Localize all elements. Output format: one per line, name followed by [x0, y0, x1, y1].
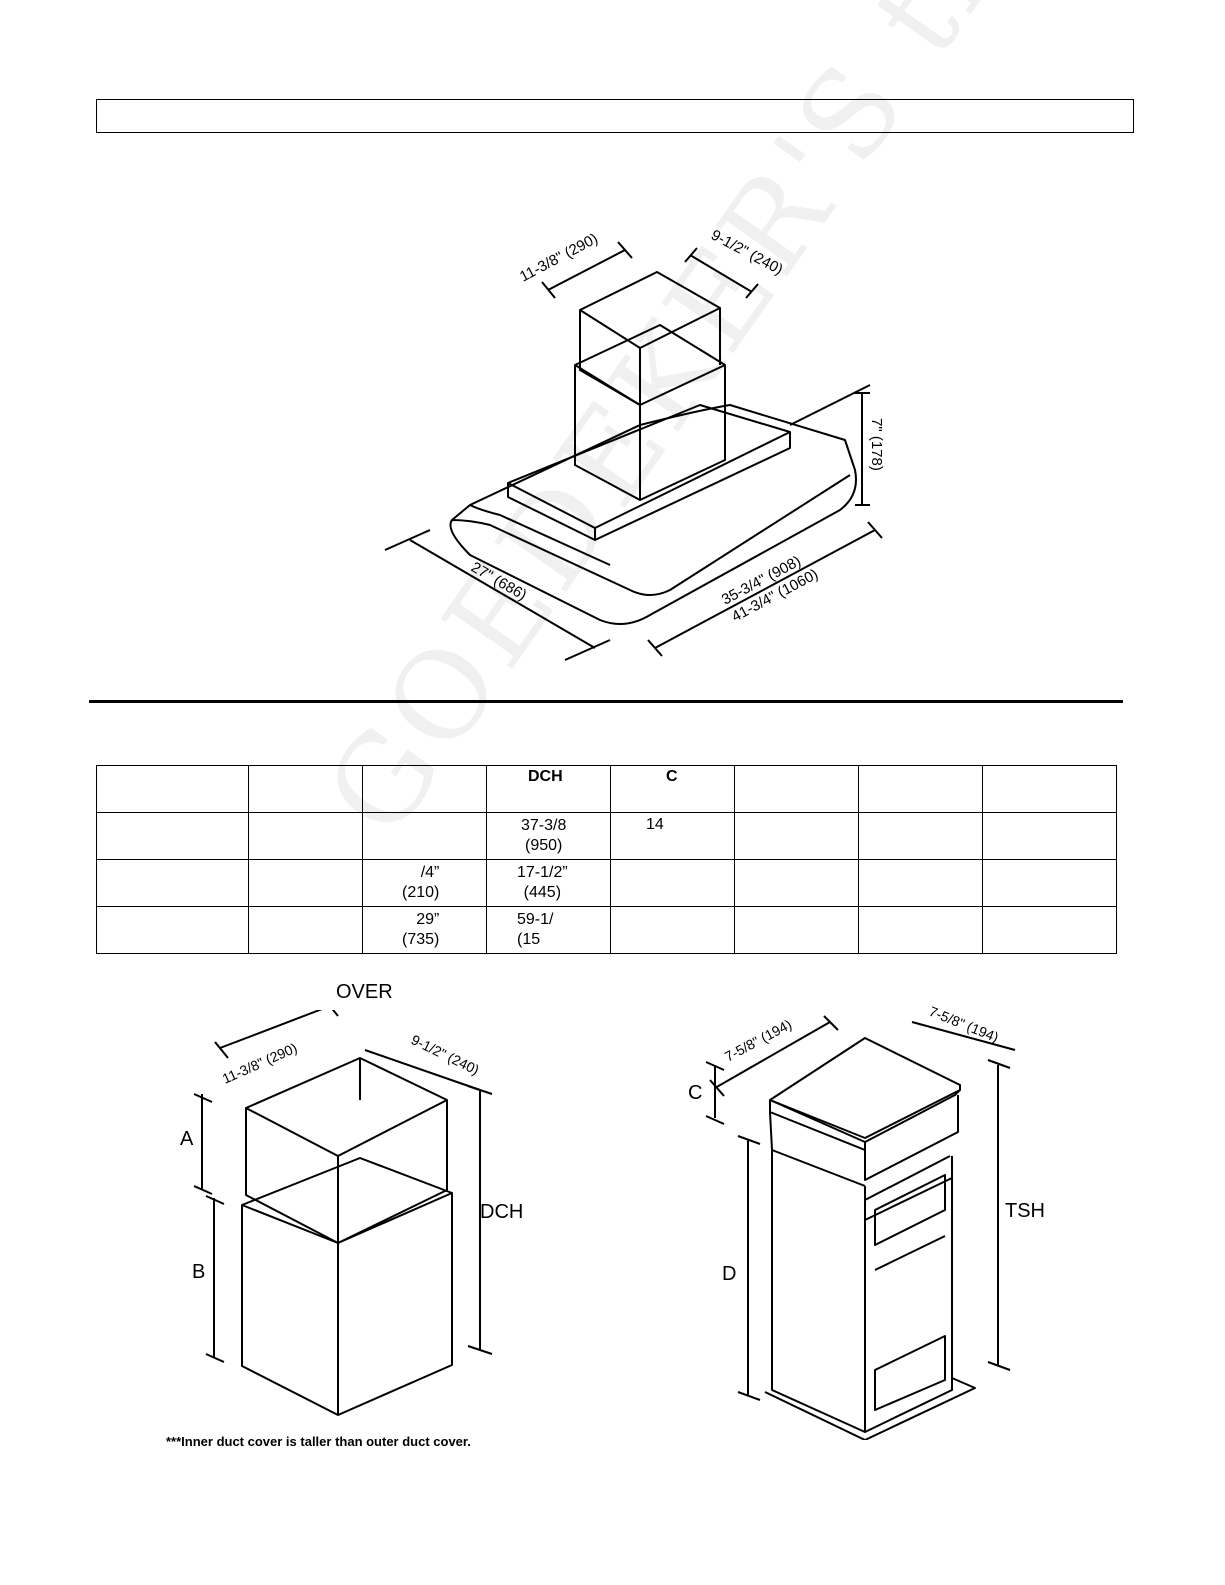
table-row: 29” (735) 59-1/ (15 — [96, 906, 1117, 954]
support-diagram: 7-5/8" (194) 7-5/8" (194) C D TSH — [688, 1003, 1045, 1440]
duct-cover-note: ***Inner duct cover is taller than outer… — [166, 1434, 471, 1449]
hood-depth-label: 27" (686) — [468, 559, 530, 604]
duct-depth-label: 9-1/2" (240) — [409, 1031, 482, 1078]
table-cell: 17-1/2” (445) — [517, 864, 568, 901]
support-label-tsh: TSH — [1005, 1200, 1045, 1222]
duct-label-dch: DCH — [480, 1201, 523, 1223]
table-row: 37-3/8 (950) 14 — [96, 812, 1117, 860]
table-header-c: C — [666, 768, 678, 785]
duct-cover-diagram: 11-3/8" (290) 9-1/2" (240) A B DCH — [180, 1010, 523, 1416]
table-cell: 29” (735) — [402, 911, 440, 948]
hood-diagram: 11-3/8" (290) 9-1/2" (240) 7" (178) 27" … — [384, 227, 885, 661]
support-width-label-2: 7-5/8" (194) — [927, 1003, 1001, 1045]
duct-width-label: 11-3/8" (290) — [220, 1040, 300, 1087]
header-box — [96, 99, 1134, 133]
table-cell: 59-1/ (15 — [517, 911, 554, 948]
duct-label-a: A — [180, 1128, 194, 1150]
table-cell: 14 — [646, 816, 664, 833]
support-width-label-1: 7-5/8" (194) — [722, 1016, 794, 1065]
table-cell: 37-3/8 (950) — [521, 817, 567, 854]
table-header-dch: DCH — [528, 768, 563, 785]
table-row: /4” (210) 17-1/2” (445) — [96, 859, 1117, 907]
dimension-table: DCH C 37-3/8 (950) 14 /4” (210) 17-1/2” … — [96, 765, 1117, 954]
table-cell: /4” (210) — [402, 864, 440, 901]
section-divider — [89, 700, 1123, 703]
support-label-d: D — [722, 1263, 736, 1285]
hood-height-label: 7" (178) — [868, 418, 885, 471]
table-row: DCH C — [96, 765, 1117, 813]
hood-depth-top-label: 9-1/2" (240) — [708, 227, 785, 279]
duct-cover-heading: OVER — [336, 981, 393, 1003]
duct-label-b: B — [192, 1261, 205, 1283]
hood-width-label: 11-3/8" (290) — [517, 230, 601, 285]
support-label-c: C — [688, 1082, 702, 1104]
